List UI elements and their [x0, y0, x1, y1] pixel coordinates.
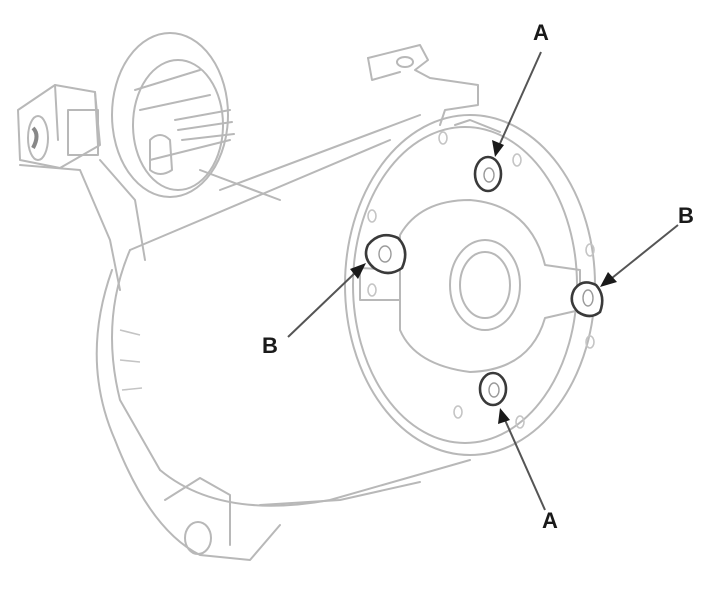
- fastener-a-bottom: [478, 371, 508, 407]
- callout-label-a-top: A: [533, 20, 549, 45]
- callout-label-b-left: B: [262, 333, 278, 358]
- connector-housing: [17, 32, 281, 291]
- callout-label-a-bottom: A: [542, 508, 558, 533]
- leader-b-left: [287, 263, 366, 338]
- callout-label-b-right: B: [678, 203, 694, 228]
- fastener-b-right: [570, 281, 604, 318]
- leader-a-bottom: [498, 408, 546, 511]
- fastener-a-top: [473, 155, 503, 193]
- motor-body: [95, 114, 471, 561]
- fastener-b-left: [364, 233, 407, 275]
- leader-a-top: [492, 51, 542, 157]
- leader-b-right: [600, 224, 679, 287]
